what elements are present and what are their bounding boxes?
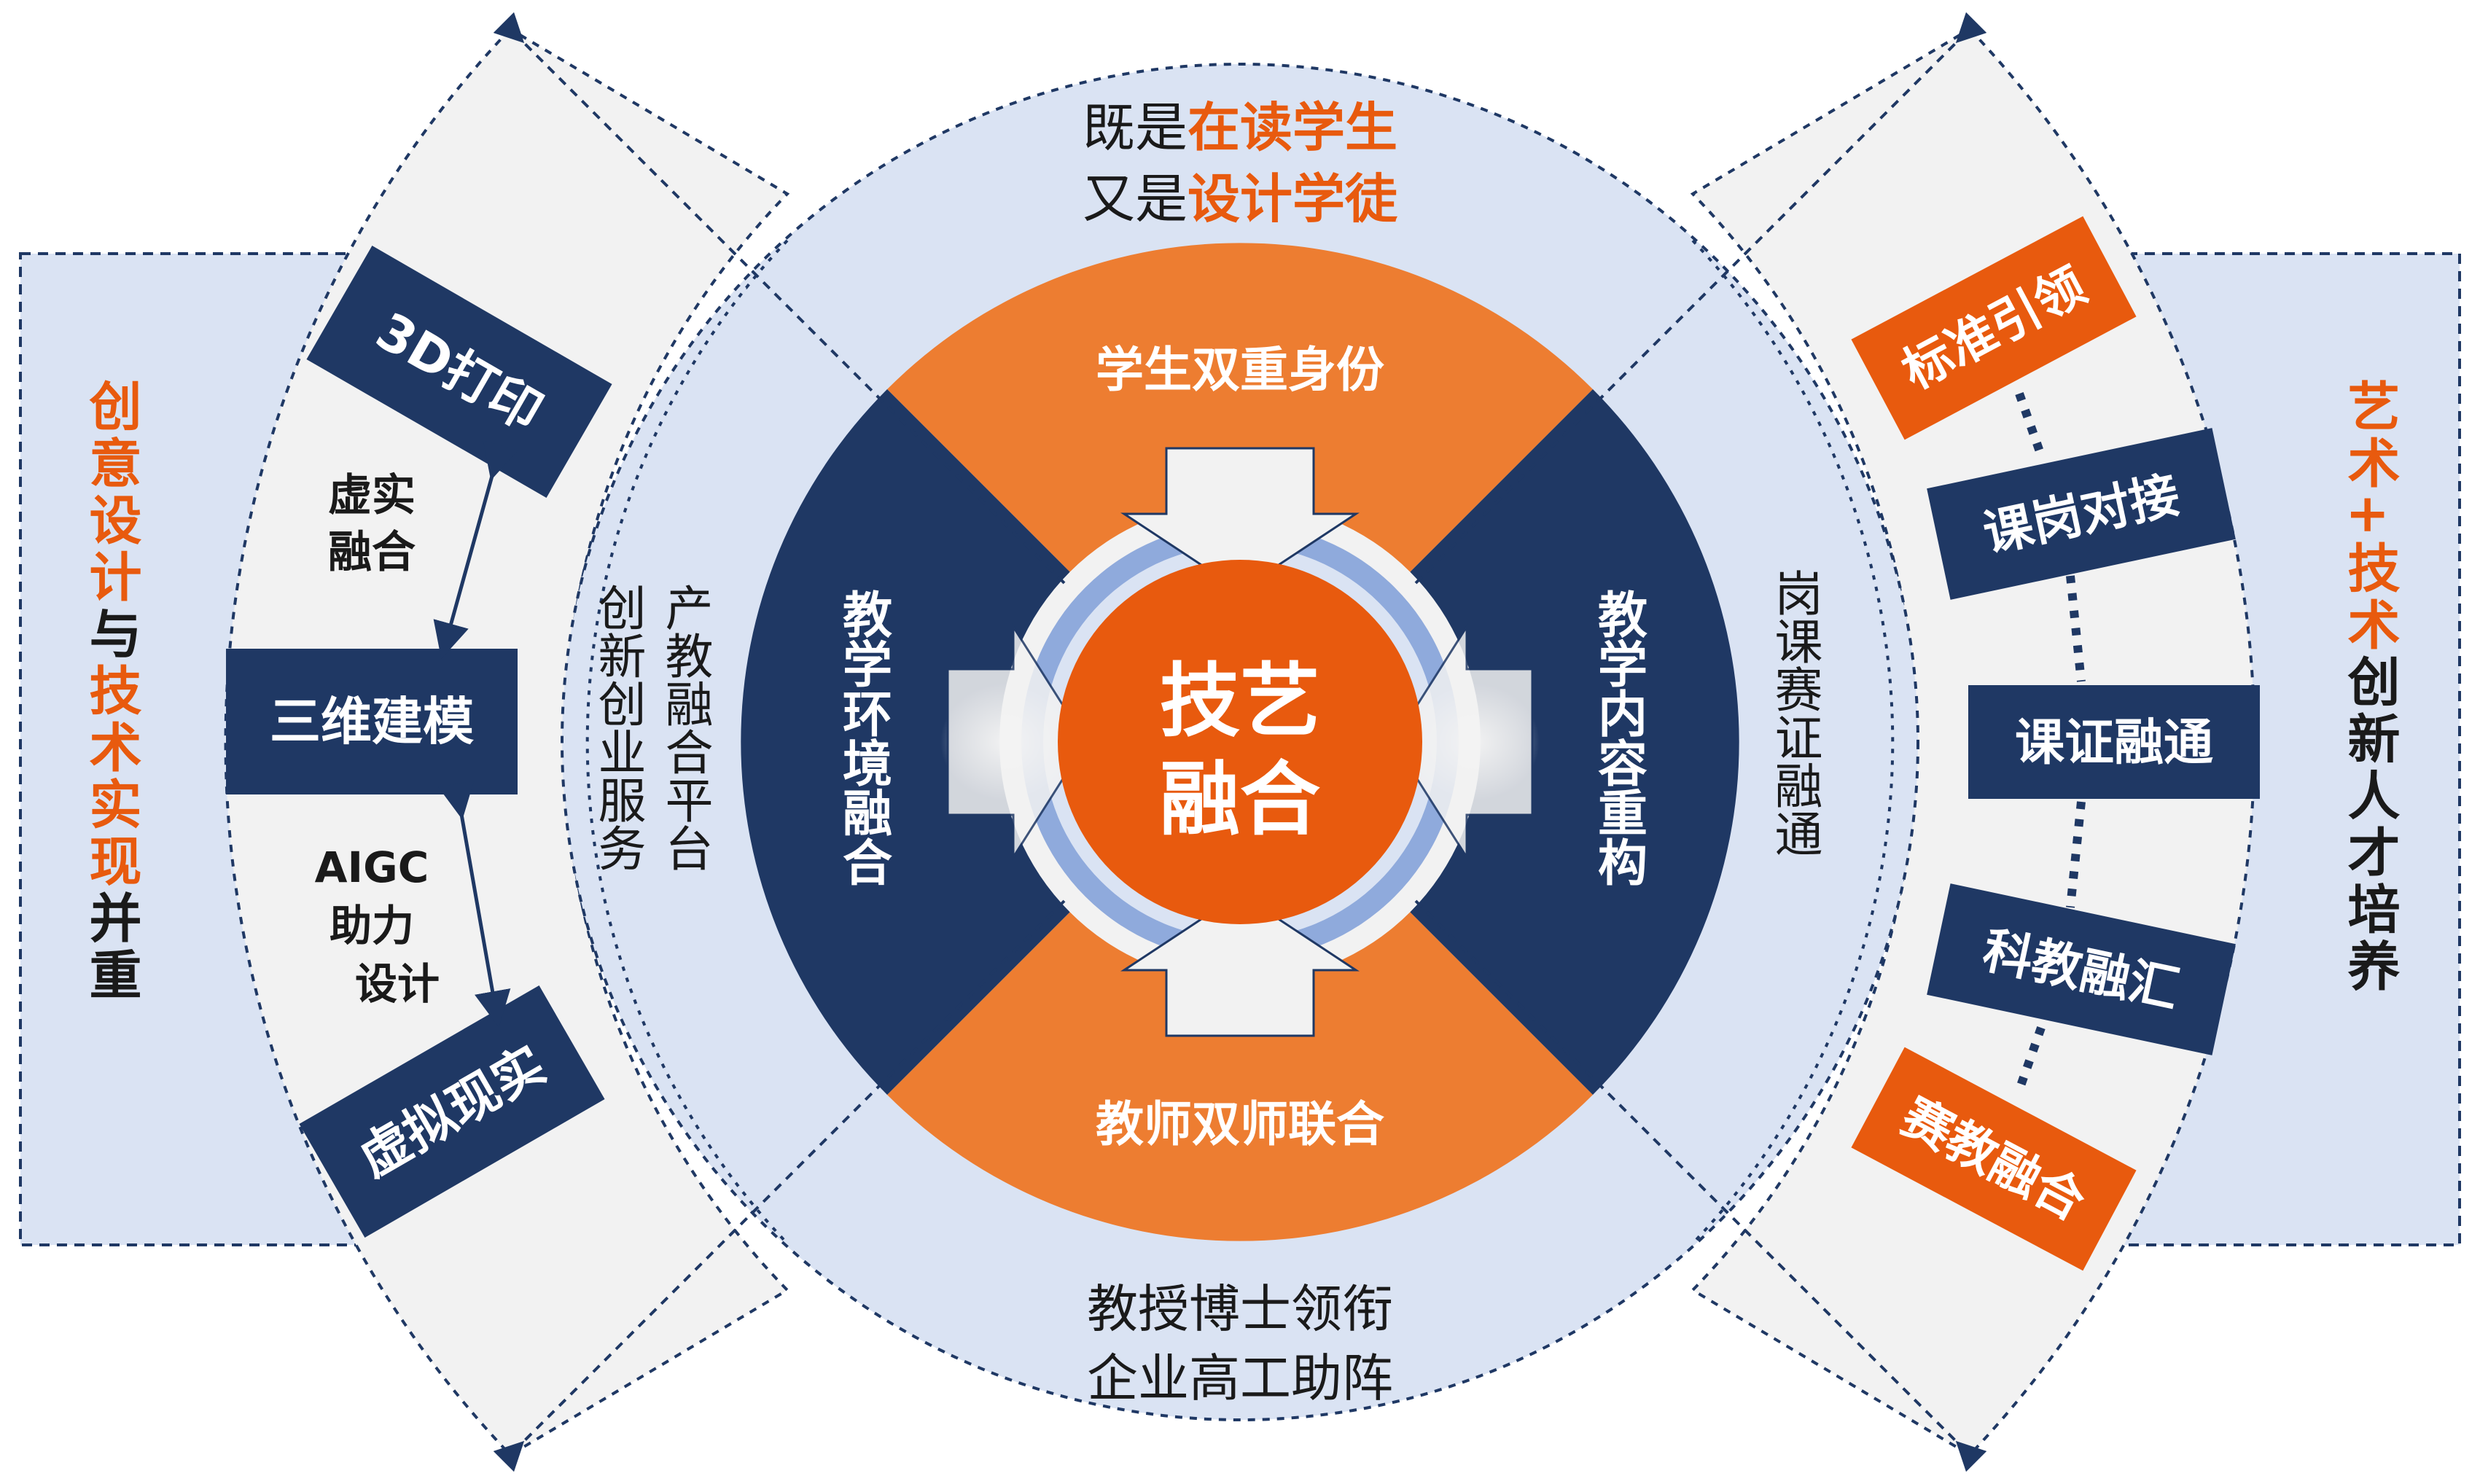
left-box-modeling-label: 三维建模 xyxy=(270,692,474,751)
arrow-right xyxy=(1392,622,1534,862)
top-caption-line1: 既是在读学生 xyxy=(1083,97,1397,158)
right-dots-3 xyxy=(2066,801,2086,908)
left-connector-1 xyxy=(433,440,518,660)
top-caption-line2: 又是设计学徒 xyxy=(1083,168,1398,230)
right-panel-title: 艺术+技术创新人才培养 xyxy=(2339,379,2400,996)
right-dots-2 xyxy=(2066,575,2086,682)
arrow-bottom xyxy=(1120,892,1360,1037)
left-link2-line3: 设计 xyxy=(355,959,440,1009)
navy-left-label: 教学环境融合 xyxy=(834,589,892,886)
right-box-course-cert[interactable]: 课证融通 xyxy=(1968,685,2260,799)
right-box-course-cert-label: 课证融通 xyxy=(2015,714,2213,772)
left-box-modeling[interactable]: 三维建模 xyxy=(226,649,518,794)
bottom-caption-line2: 企业高工助阵 xyxy=(1087,1348,1393,1408)
arrow-top xyxy=(1120,447,1360,592)
left-link2-line2: 助力 xyxy=(330,901,414,950)
left-dotted-arc xyxy=(585,239,789,1245)
left-vertical-col2: 创新创业服务 xyxy=(590,583,647,872)
arrow-left xyxy=(946,622,1088,862)
center-title-line2: 融合 xyxy=(1160,753,1320,846)
navy-right-label: 教学内容重构 xyxy=(1589,589,1648,886)
navy-right-segment xyxy=(1400,389,1739,1095)
left-link1-line1: 虚实 xyxy=(328,470,416,521)
right-vertical-text: 岗课赛证融通 xyxy=(1767,569,1823,857)
diagonal-line-1 xyxy=(493,12,1066,585)
diagonal-line-3 xyxy=(493,899,1066,1472)
orange-bottom-segment xyxy=(887,902,1593,1241)
orange-top-segment xyxy=(887,243,1593,582)
left-link2-line1: AIGC xyxy=(315,843,429,892)
right-dots-1 xyxy=(2015,392,2046,457)
left-connector-2 xyxy=(438,781,511,1028)
right-box-sci-edu[interactable]: 科教融汇 xyxy=(1927,883,2236,1055)
right-dotted-arc xyxy=(1691,239,1895,1245)
orange-top-label: 学生双重身份 xyxy=(1096,342,1384,398)
diagonal-line-2 xyxy=(1414,12,1987,585)
left-link1-line2: 融合 xyxy=(328,527,416,578)
left-vertical-col1: 产教融合平台 xyxy=(658,583,714,872)
right-dots-4 xyxy=(2015,1026,2046,1091)
center-title-line1: 技艺 xyxy=(1160,655,1320,748)
right-box-course-job[interactable]: 课岗对接 xyxy=(1927,428,2236,600)
left-panel-title: 创意设计与技术实现并重 xyxy=(80,379,141,1004)
navy-left-segment xyxy=(741,389,1080,1095)
bottom-caption-line1: 教授博士领衔 xyxy=(1087,1279,1393,1339)
orange-bottom-label: 教师双师联合 xyxy=(1096,1096,1384,1152)
center-circle xyxy=(1058,560,1422,924)
diagonal-line-4 xyxy=(1414,899,1987,1472)
